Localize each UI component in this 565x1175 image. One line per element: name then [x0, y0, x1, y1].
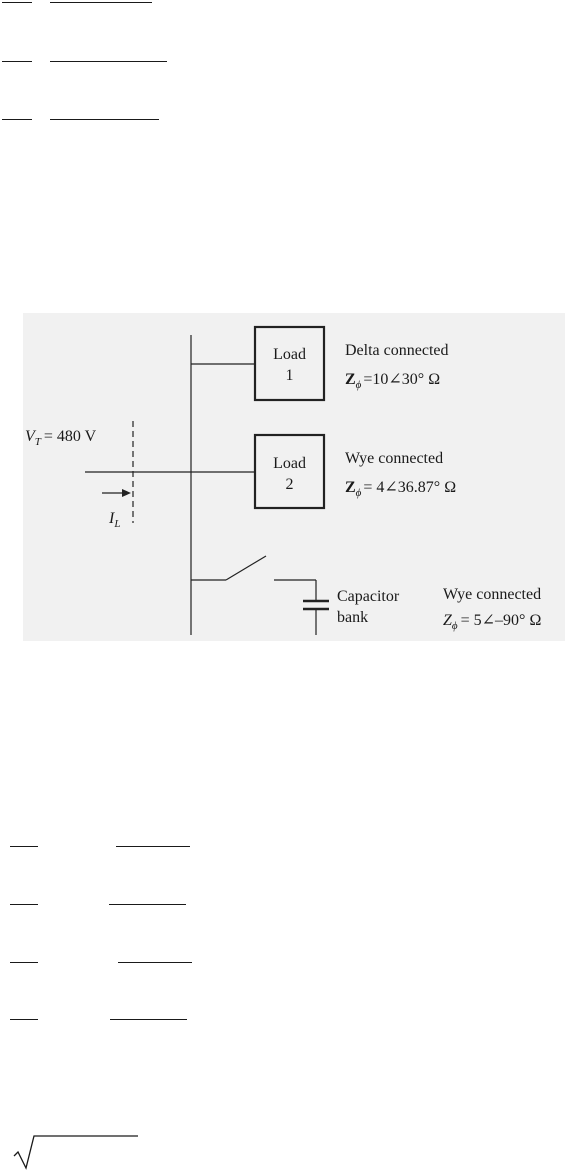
fraction-bar-1b	[50, 2, 152, 3]
load1-connection: Delta connected	[345, 342, 449, 359]
current-arrow-head	[122, 489, 131, 497]
load1-box	[253, 325, 326, 402]
fraction-bar-1a	[2, 2, 32, 3]
vt-label: VT= 480 V	[25, 428, 97, 448]
capacitor-label-line2: bank	[337, 609, 368, 626]
fraction-bar-5a	[10, 904, 38, 905]
fraction-bar-3b	[50, 119, 159, 120]
load1-impedance: Zϕ=10∠30° Ω	[345, 371, 440, 391]
capacitor-impedance: Zϕ= 5∠–90° Ω	[443, 612, 541, 632]
fraction-bar-7b	[110, 1019, 187, 1020]
fraction-bar-4a	[10, 846, 38, 847]
fraction-bar-3a	[2, 119, 32, 120]
circuit-diagram: VT= 480 V IL Load 1 Delta connected Zϕ=1…	[23, 313, 565, 641]
load2-box	[253, 433, 326, 510]
load1-box-line1: Load	[273, 346, 306, 363]
load2-box-line1: Load	[273, 455, 306, 472]
fraction-bar-6a	[10, 962, 38, 963]
square-root-radical	[12, 1130, 142, 1170]
switch-blade	[225, 555, 267, 581]
load2-impedance: Zϕ= 4∠36.87° Ω	[345, 479, 456, 499]
fraction-bar-2b	[50, 61, 167, 62]
load1-box-line2: 1	[286, 367, 294, 384]
load2-connection: Wye connected	[345, 450, 443, 467]
fraction-bar-2a	[2, 61, 32, 62]
capacitor-connection: Wye connected	[443, 586, 541, 603]
fraction-bar-7a	[10, 1019, 38, 1020]
fraction-bar-6b	[118, 962, 192, 963]
capacitor-label-line1: Capacitor	[337, 588, 400, 605]
load2-box-line2: 2	[286, 476, 294, 493]
il-label: IL	[108, 510, 120, 530]
fraction-bar-5b	[109, 904, 186, 905]
fraction-bar-4b	[116, 846, 190, 847]
